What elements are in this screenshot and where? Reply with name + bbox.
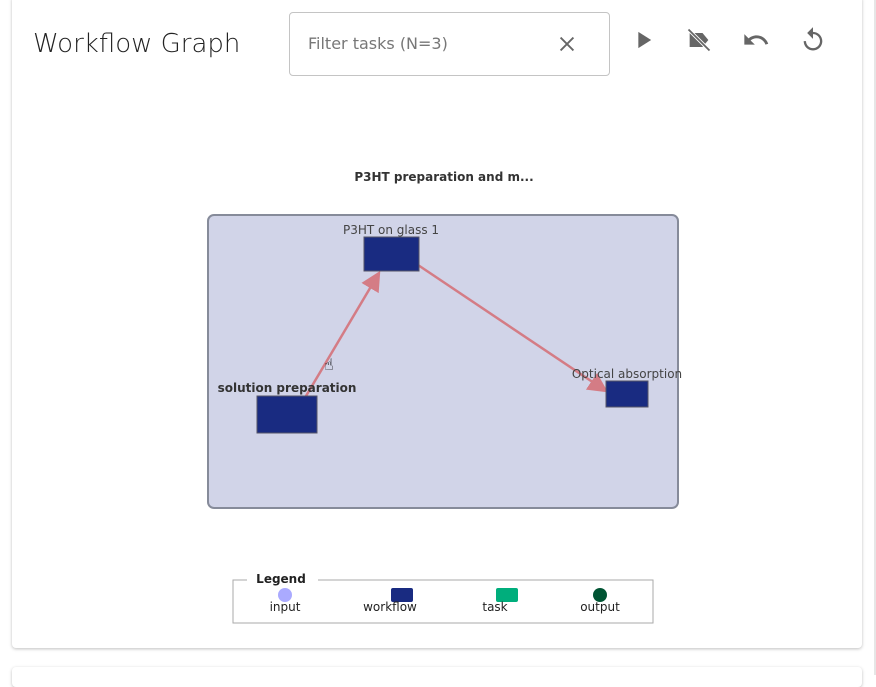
hand-cursor-icon: ☝ [324, 355, 334, 374]
group-title: P3HT preparation and m... [354, 170, 533, 184]
close-icon[interactable] [556, 33, 578, 55]
edge-solution-to-p3ht [304, 270, 381, 397]
legend-input-swatch [278, 588, 292, 602]
node-label: P3HT on glass 1 [343, 223, 439, 237]
filter-field[interactable] [289, 12, 610, 76]
play-icon[interactable] [629, 26, 657, 54]
edge-p3ht-to-optical [417, 263, 609, 393]
legend-output-swatch [593, 588, 607, 602]
node-solution-preparation[interactable] [256, 395, 318, 434]
legend-label: task [482, 600, 507, 614]
legend-workflow-swatch [391, 588, 413, 602]
legend-label: input [270, 600, 301, 614]
hide-label-icon[interactable] [685, 26, 713, 54]
reset-icon[interactable] [799, 26, 827, 54]
workflow-graph-card: Workflow Graph P3HT preparation and m...… [12, 0, 862, 648]
node-optical-absorption[interactable] [605, 380, 649, 408]
page-title: Workflow Graph [33, 29, 241, 59]
graph-canvas[interactable]: P3HT preparation and m... P3HT on glass … [12, 0, 862, 648]
next-card [12, 667, 862, 687]
workflow-group [207, 214, 679, 509]
node-p3ht-on-glass[interactable] [363, 236, 420, 272]
node-label: Optical absorption [572, 367, 682, 381]
legend-label: workflow [363, 600, 417, 614]
legend: Legend input workflow task output [232, 572, 654, 624]
filter-input[interactable] [306, 33, 550, 54]
legend-label: output [580, 600, 620, 614]
legend-title: Legend [256, 572, 306, 586]
legend-task-swatch [496, 588, 518, 602]
undo-icon[interactable] [742, 26, 770, 54]
scrollbar-edge [874, 0, 876, 675]
node-label: solution preparation [218, 381, 357, 395]
